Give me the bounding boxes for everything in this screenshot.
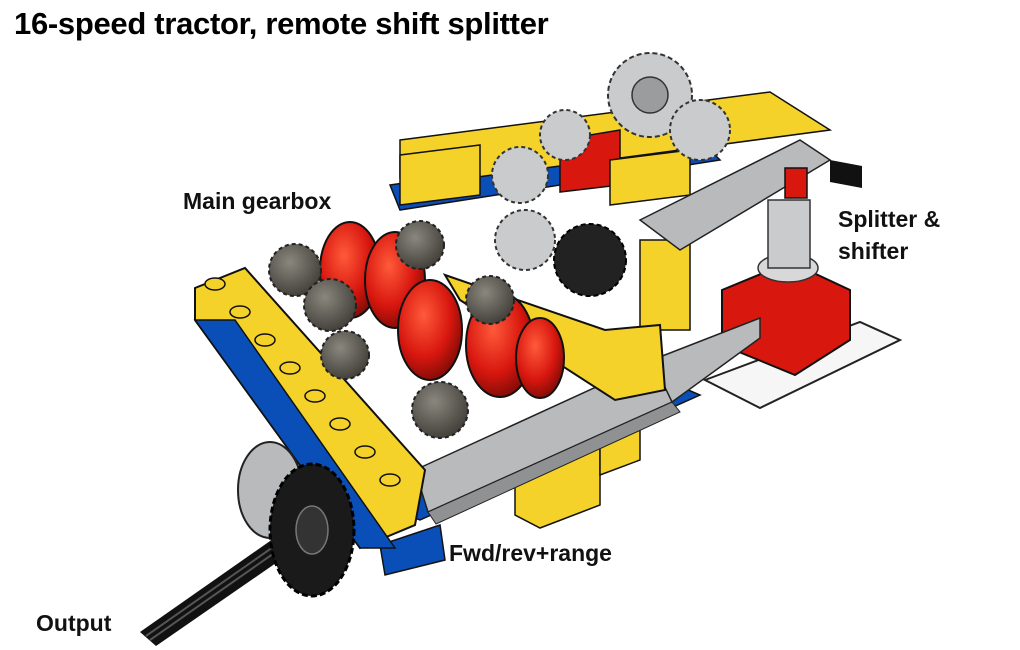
splitter-label-line2: shifter bbox=[838, 238, 909, 264]
fwd-rev-range-label: Fwd/rev+range bbox=[449, 540, 612, 566]
splitter-unit bbox=[721, 160, 862, 377]
dark-gray-gears bbox=[268, 220, 515, 439]
top-gears bbox=[491, 52, 731, 297]
red-shift-collars bbox=[319, 221, 565, 399]
splitter-label-line1: Splitter & bbox=[838, 206, 941, 232]
gray-plate bbox=[414, 316, 761, 525]
diagram-title: 16-speed tractor, remote shift splitter bbox=[14, 6, 549, 41]
output-wheel bbox=[237, 441, 356, 598]
yellow-support-block bbox=[514, 423, 641, 529]
output-label: Output bbox=[36, 610, 112, 636]
beam-studs bbox=[204, 277, 401, 487]
main-gearbox-label: Main gearbox bbox=[183, 188, 332, 214]
